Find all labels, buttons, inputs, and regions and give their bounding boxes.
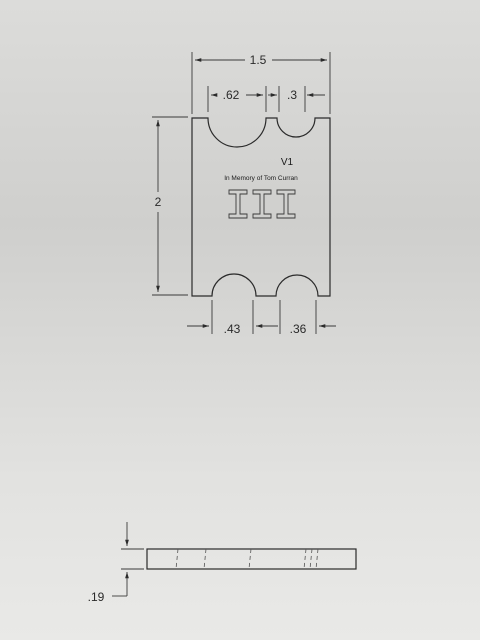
dim-text-overall-width: 1.5: [250, 53, 267, 67]
part-outline: [191, 117, 331, 297]
dim-text-height: 2: [155, 195, 162, 209]
side-view: [146, 548, 357, 570]
dim-thickness: .19: [88, 522, 144, 604]
dim-bottom-right-slot: .36: [279, 300, 336, 336]
side-view-outline: [146, 548, 357, 570]
dim-bottom-left-slot: .43: [187, 300, 278, 336]
memorial-label: In Memory of Tom Curran: [224, 175, 298, 182]
dim-overall-width: 1.5: [191, 52, 331, 114]
dim-text-top-right-slot: .3: [287, 88, 297, 102]
engraved-roman-three: [228, 189, 296, 219]
dim-top-left-slot: .62: [207, 86, 267, 112]
version-label: V1: [281, 157, 294, 168]
dim-text-top-left-slot: .62: [223, 88, 240, 102]
dim-top-right-slot: .3: [268, 86, 325, 112]
dim-text-bottom-left-slot: .43: [224, 322, 241, 336]
dim-text-thickness: .19: [88, 590, 105, 604]
dim-height: 2: [152, 116, 188, 296]
dim-text-bottom-right-slot: .36: [290, 322, 307, 336]
